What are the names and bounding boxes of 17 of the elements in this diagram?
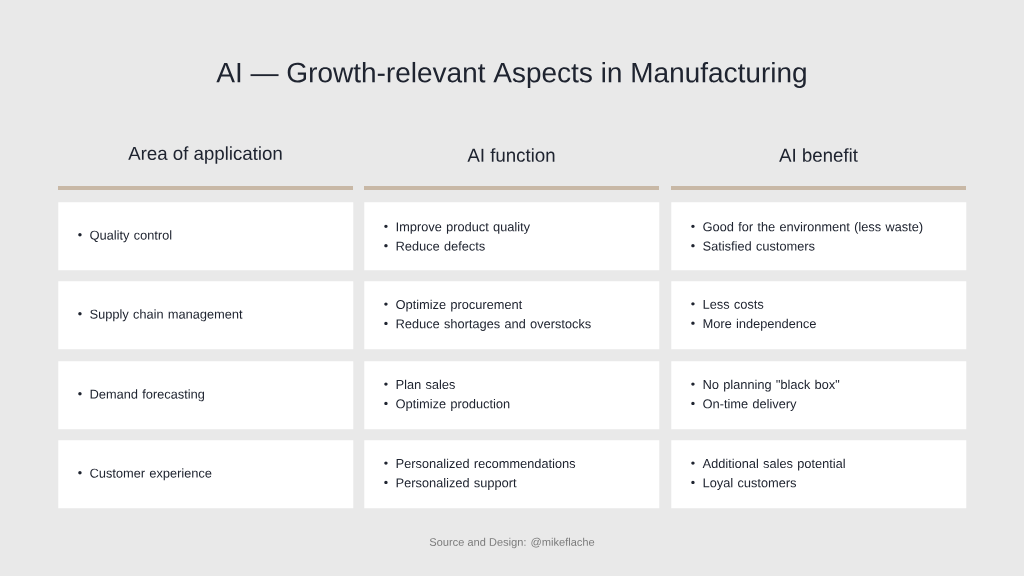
table-cell: Quality control [58, 202, 354, 271]
title: AI — Growth-relevant Aspects in Manufacturing [216, 61, 806, 89]
table-cell: Demand forecasting [58, 361, 354, 430]
table-cell: Improve product quality Reduce defects [364, 202, 660, 271]
table-cell: Customer experience [58, 440, 354, 509]
table-cell: Good for the environment (less waste) Satisfied customers [671, 202, 967, 271]
table-cell: Personalized recommendations Personalized support [364, 440, 660, 509]
table-cell: Optimize procurement Reduce shortages and overstocks [364, 281, 660, 350]
table-cell: No planning "black box" On-time delivery [671, 361, 967, 430]
table-cell: Less costs More independence [671, 281, 967, 350]
column-header: Area of application [128, 146, 282, 164]
table-cell: Supply chain management [58, 281, 354, 350]
source-note: Source and Design: @mikeflache [429, 537, 595, 549]
column-header: AI function [467, 148, 555, 162]
column-header: AI benefit [779, 148, 858, 162]
table-cell: Additional sales potential Loyal customers [671, 440, 967, 509]
table-cell: Plan sales Optimize production [364, 361, 660, 430]
